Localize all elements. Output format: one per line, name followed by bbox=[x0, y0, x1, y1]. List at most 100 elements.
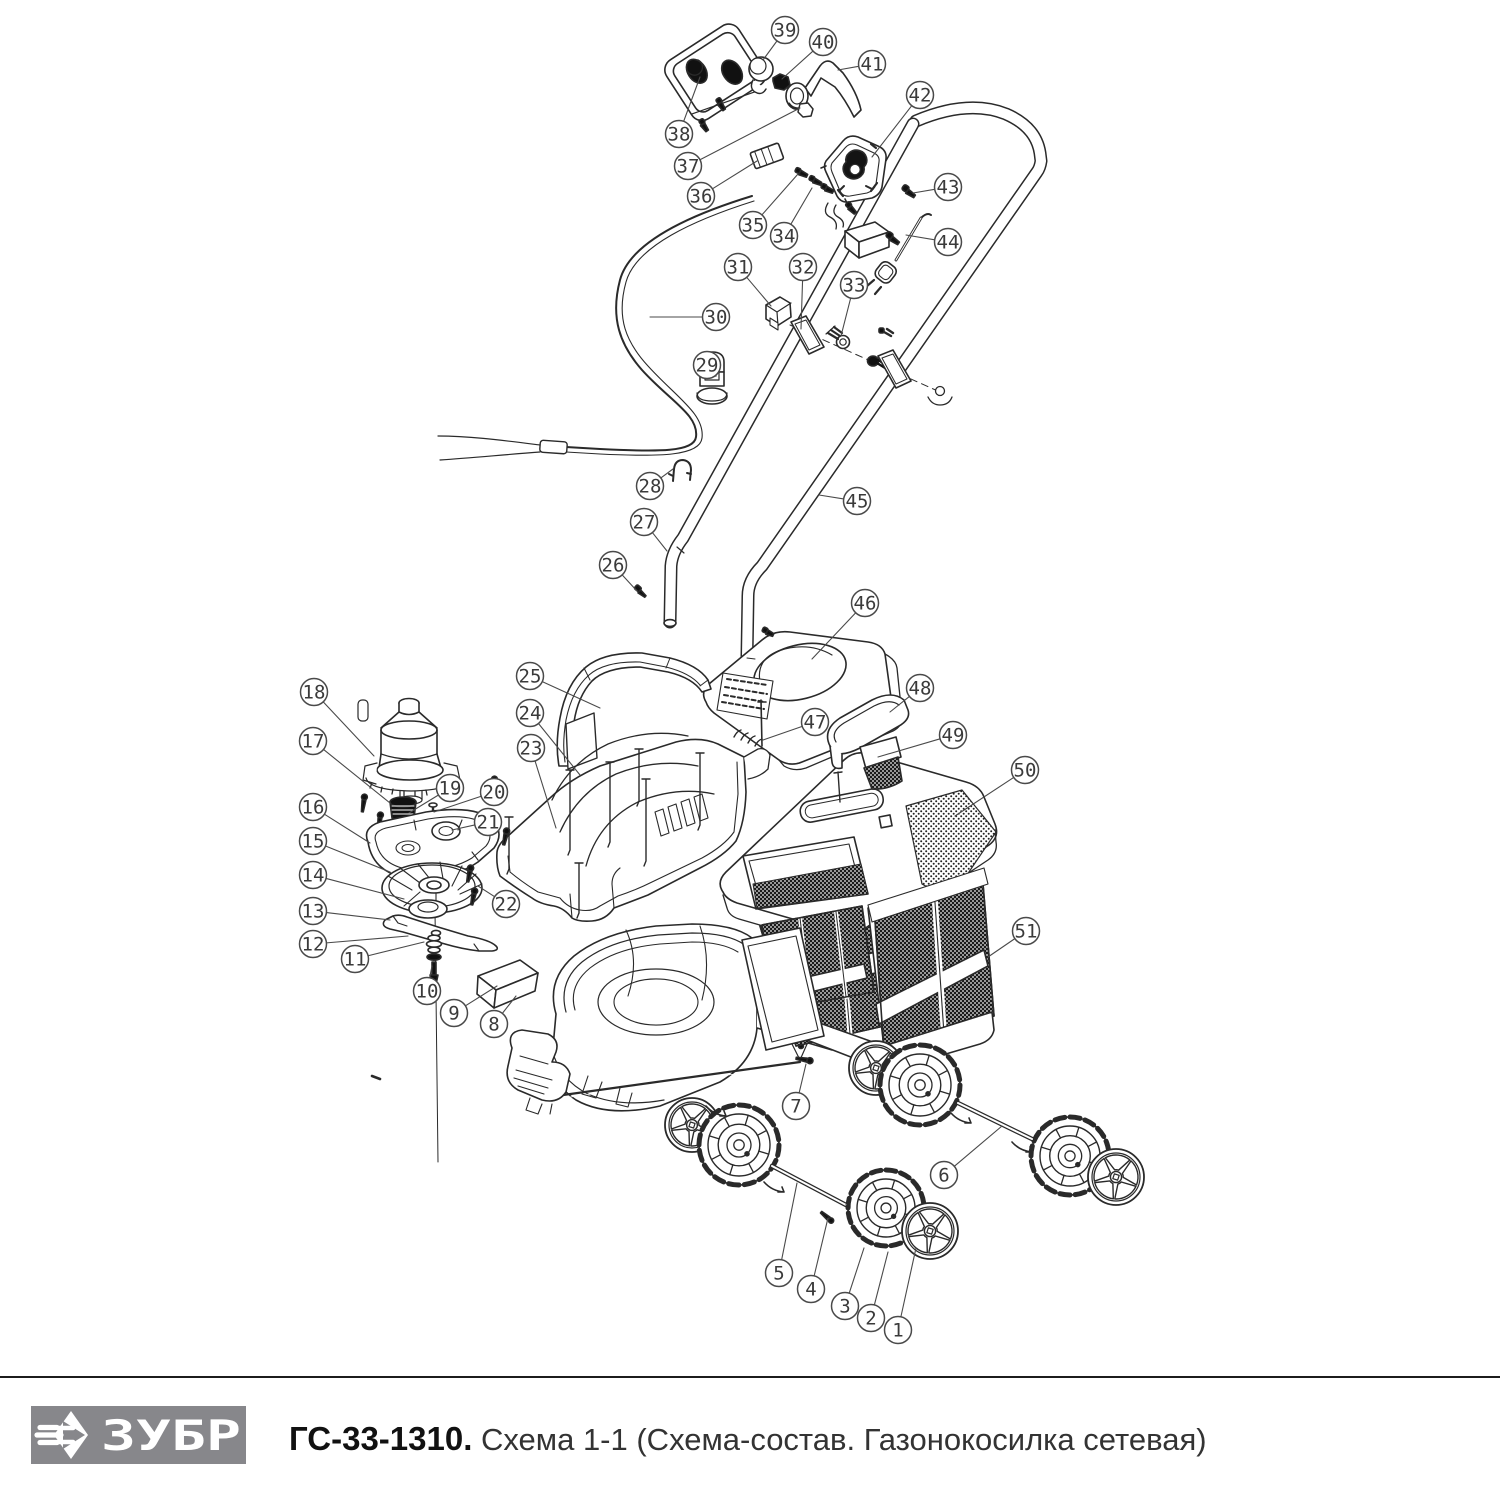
cable-gland-37 bbox=[797, 102, 814, 118]
callout-number-31: 31 bbox=[727, 257, 750, 279]
leader-line-23 bbox=[534, 760, 557, 829]
leader-line-24 bbox=[537, 722, 581, 776]
callout-number-8: 8 bbox=[488, 1014, 499, 1036]
callout-number-36: 36 bbox=[690, 186, 713, 208]
callout-number-5: 5 bbox=[773, 1263, 784, 1285]
callout-circle-34 bbox=[769, 221, 799, 251]
callout-circle-48 bbox=[905, 673, 935, 703]
callout-circle-37 bbox=[673, 151, 703, 181]
leader-line-42 bbox=[871, 105, 913, 158]
callout-number-41: 41 bbox=[861, 54, 884, 76]
leader-line-33 bbox=[840, 297, 852, 337]
model-code: ГС-33-1310. bbox=[289, 1420, 473, 1457]
callout-number-25: 25 bbox=[519, 666, 542, 688]
callout-number-51: 51 bbox=[1015, 921, 1038, 943]
wing-knob bbox=[927, 385, 953, 406]
switch-lever-41 bbox=[785, 60, 862, 118]
screw-26 bbox=[633, 584, 647, 599]
callout-circle-49 bbox=[938, 720, 968, 750]
leader-line-40 bbox=[781, 50, 814, 80]
callout-number-11: 11 bbox=[344, 949, 367, 971]
leader-line-21 bbox=[451, 824, 476, 831]
leader-line-2 bbox=[873, 1251, 889, 1306]
callout-number-46: 46 bbox=[854, 593, 877, 615]
callout-number-17: 17 bbox=[302, 731, 325, 753]
callout-circle-44 bbox=[933, 227, 963, 257]
leader-line-31 bbox=[746, 276, 772, 307]
leader-line-18 bbox=[322, 701, 375, 757]
callout-number-18: 18 bbox=[303, 682, 326, 704]
footer: ЗУБР ГС-33-1310. Схема 1-1 (Схема-состав… bbox=[0, 1378, 1500, 1500]
callout-number-24: 24 bbox=[519, 703, 542, 725]
callout-circle-5 bbox=[764, 1258, 794, 1288]
callout-number-26: 26 bbox=[602, 555, 625, 577]
callout-circle-36 bbox=[686, 181, 716, 211]
leader-line-14 bbox=[325, 877, 405, 900]
callout-circle-18 bbox=[299, 677, 329, 707]
leader-line-11 bbox=[367, 941, 425, 957]
callout-number-48: 48 bbox=[909, 678, 932, 700]
leader-line-9 bbox=[464, 985, 498, 1007]
leader-line-22 bbox=[477, 885, 496, 898]
leader-line-25 bbox=[541, 681, 601, 709]
callout-number-28: 28 bbox=[639, 476, 662, 498]
callout-circle-26 bbox=[598, 550, 628, 580]
deck-housing-23 bbox=[496, 732, 771, 922]
leader-line-46 bbox=[811, 612, 857, 660]
deck-screws-24 bbox=[504, 748, 705, 919]
callout-number-38: 38 bbox=[668, 124, 691, 146]
cable-holder-31 bbox=[765, 296, 792, 331]
callout-number-45: 45 bbox=[846, 491, 869, 513]
callout-number-40: 40 bbox=[812, 32, 835, 54]
callout-circle-32 bbox=[788, 252, 818, 282]
callout-circle-42 bbox=[905, 80, 935, 110]
connector-36 bbox=[749, 142, 785, 170]
leader-line-20 bbox=[433, 795, 482, 813]
blade-support-14 bbox=[408, 899, 448, 919]
impeller-15 bbox=[381, 861, 483, 914]
callout-circle-15 bbox=[298, 826, 328, 856]
leader-line-34 bbox=[790, 187, 813, 225]
callout-number-22: 22 bbox=[495, 894, 518, 916]
leader-line-15 bbox=[324, 845, 391, 873]
callout-circle-2 bbox=[856, 1303, 886, 1333]
scheme-title: ГС-33-1310. Схема 1-1 (Схема-состав. Газ… bbox=[289, 1420, 1207, 1457]
callout-number-20: 20 bbox=[483, 782, 506, 804]
catcher-handle-48 bbox=[826, 694, 910, 770]
front-bumper-8 bbox=[370, 1029, 571, 1115]
wheel-cap bbox=[1087, 1148, 1145, 1206]
leader-line-50 bbox=[954, 776, 1015, 817]
callout-number-6: 6 bbox=[938, 1165, 949, 1187]
wheel-tire bbox=[1028, 1114, 1112, 1198]
callout-circle-12 bbox=[298, 929, 328, 959]
callout-circle-35 bbox=[738, 210, 768, 240]
handle-plate-rear bbox=[877, 349, 912, 389]
callout-circle-8 bbox=[479, 1009, 509, 1039]
callout-circle-19 bbox=[435, 773, 465, 803]
leader-line-51 bbox=[987, 938, 1016, 958]
leader-line-38 bbox=[683, 76, 701, 122]
callout-circle-9 bbox=[439, 998, 469, 1028]
callout-circle-39 bbox=[770, 15, 800, 45]
callout-circle-46 bbox=[850, 588, 880, 618]
knife-box-9 bbox=[476, 959, 539, 1009]
leader-line-19 bbox=[408, 794, 440, 814]
callout-number-39: 39 bbox=[774, 20, 797, 42]
callout-circle-33 bbox=[839, 270, 869, 300]
leader-line-17 bbox=[322, 748, 391, 804]
grass-catcher-body-51 bbox=[741, 867, 995, 1070]
callout-number-14: 14 bbox=[302, 865, 325, 887]
zubr-logo-icon bbox=[34, 1411, 88, 1459]
screw-47 bbox=[757, 699, 767, 747]
callout-circle-24 bbox=[515, 698, 545, 728]
callout-circle-20 bbox=[479, 777, 509, 807]
callout-number-27: 27 bbox=[633, 512, 656, 534]
callout-circle-7 bbox=[781, 1091, 811, 1121]
callout-circle-51 bbox=[1011, 916, 1041, 946]
callout-circle-47 bbox=[800, 707, 830, 737]
leader-line-32 bbox=[800, 279, 804, 330]
leader-line-37 bbox=[699, 107, 801, 161]
callout-circle-50 bbox=[1010, 755, 1040, 785]
